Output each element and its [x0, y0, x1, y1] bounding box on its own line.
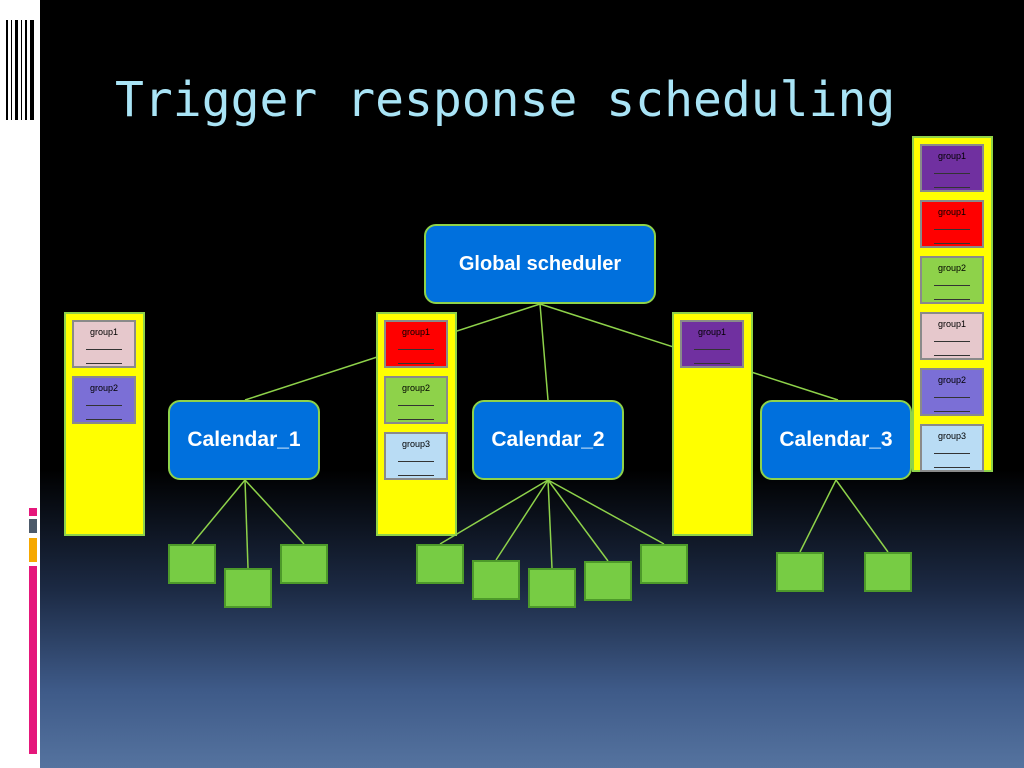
calendar-1-task — [280, 544, 328, 584]
page-title: Trigger response scheduling — [115, 72, 896, 128]
edge-cal2-leaf — [439, 479, 549, 545]
global-scheduler-node: Global scheduler — [424, 224, 656, 304]
accent-bar-gray — [29, 519, 37, 533]
group-label: group1 — [89, 327, 119, 337]
group-box: group2 — [920, 256, 984, 304]
calendar-3-node: Calendar_3 — [760, 400, 912, 480]
calendar-2-group-column: group1 group2 group3 — [376, 312, 457, 536]
group-entry-line — [398, 363, 434, 364]
group-box: group3 — [384, 432, 448, 480]
decor-line — [6, 20, 8, 120]
group-label: group2 — [401, 383, 431, 393]
group-entry-line — [934, 341, 970, 342]
group-label: group2 — [937, 263, 967, 273]
group-entry-line — [934, 411, 970, 412]
group-box: group1 — [920, 200, 984, 248]
group-entry-line — [86, 349, 122, 350]
group-entry-line — [934, 299, 970, 300]
left-decor-strip — [0, 0, 40, 768]
edge-cal2-leaf — [547, 479, 609, 562]
calendar-2-task — [416, 544, 464, 584]
group-entry-line — [398, 349, 434, 350]
accent-bar-pink-long — [29, 566, 37, 754]
group-box: group2 — [72, 376, 136, 424]
group-entry-line — [398, 405, 434, 406]
group-label: group1 — [937, 319, 967, 329]
group-box: group1 — [920, 312, 984, 360]
edge-cal2-leaf — [547, 479, 553, 569]
group-entry-line — [934, 229, 970, 230]
group-box: group1 — [384, 320, 448, 368]
group-entry-line — [694, 349, 730, 350]
accent-bar-orange — [29, 538, 37, 562]
group-entry-line — [934, 285, 970, 286]
edge-cal1-leaf — [244, 479, 305, 545]
decor-line — [11, 20, 12, 120]
calendar-2-node: Calendar_2 — [472, 400, 624, 480]
group-box: group1 — [72, 320, 136, 368]
group-entry-line — [86, 363, 122, 364]
edge-cal2-leaf — [547, 479, 665, 545]
calendar-2-task — [472, 560, 520, 600]
calendar-3-task — [776, 552, 824, 592]
group-entry-line — [934, 173, 970, 174]
decor-line — [25, 20, 27, 120]
group-box: group1 — [680, 320, 744, 368]
group-entry-line — [86, 405, 122, 406]
calendar-1-group-column: group1 group2 — [64, 312, 145, 536]
edge-cal1-leaf — [191, 479, 246, 545]
group-box: group3 — [920, 424, 984, 472]
group-label: group1 — [937, 207, 967, 217]
group-box: group2 — [920, 368, 984, 416]
group-entry-line — [86, 419, 122, 420]
edge-cal3-leaf — [835, 479, 889, 553]
group-box: group1 — [920, 144, 984, 192]
calendar-2-task — [640, 544, 688, 584]
calendar-3-group-column: group1 — [672, 312, 753, 536]
decor-line — [21, 20, 22, 120]
group-entry-line — [934, 453, 970, 454]
group-entry-line — [398, 419, 434, 420]
decor-line — [30, 20, 34, 120]
group-entry-line — [934, 243, 970, 244]
group-label: group3 — [937, 431, 967, 441]
edge-cal3-leaf — [799, 479, 837, 553]
edge-cal1-leaf — [244, 479, 249, 569]
group-entry-line — [398, 461, 434, 462]
accent-bar-pink — [29, 508, 37, 516]
group-label: group2 — [89, 383, 119, 393]
group-entry-line — [934, 355, 970, 356]
group-entry-line — [934, 467, 970, 468]
calendar-2-task — [528, 568, 576, 608]
edge-cal2-leaf — [495, 479, 549, 561]
group-entry-line — [398, 475, 434, 476]
group-entry-line — [934, 397, 970, 398]
calendar-1-node: Calendar_1 — [168, 400, 320, 480]
calendar-2-task — [584, 561, 632, 601]
group-label: group1 — [937, 151, 967, 161]
group-label: group1 — [401, 327, 431, 337]
edge-global-calendar-2 — [539, 303, 549, 401]
calendar-3-task — [864, 552, 912, 592]
calendar-1-task — [224, 568, 272, 608]
group-label: group2 — [937, 375, 967, 385]
group-box: group2 — [384, 376, 448, 424]
group-label: group3 — [401, 439, 431, 449]
group-entry-line — [694, 363, 730, 364]
calendar-1-task — [168, 544, 216, 584]
group-entry-line — [934, 187, 970, 188]
global-group-column: group1 group1 group2 group1 group2 group3 — [912, 136, 993, 472]
decor-line — [15, 20, 18, 120]
group-label: group1 — [697, 327, 727, 337]
